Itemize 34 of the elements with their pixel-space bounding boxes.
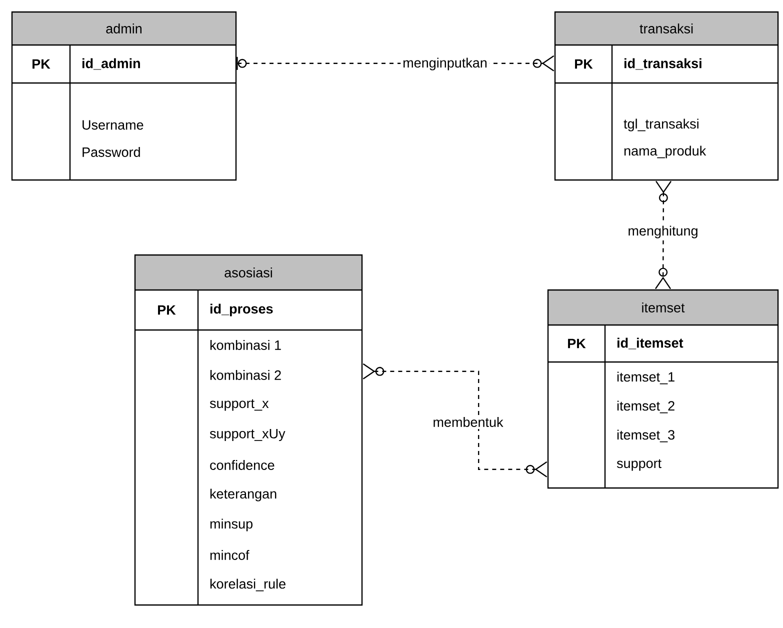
key-label: PK: [32, 59, 50, 69]
attribute: itemset_1: [617, 372, 674, 384]
key-field: id_itemset: [617, 338, 684, 350]
edge-label: menghitung: [626, 224, 700, 240]
attribute: kombinasi 2: [210, 370, 281, 380]
attribute: support_xUy: [210, 428, 286, 442]
attribute: nama_produk: [624, 146, 706, 158]
edge-label: membentuk: [430, 415, 506, 429]
attribute: keterangan: [210, 488, 276, 502]
attribute: confidence: [210, 460, 274, 470]
key-field: id_transaksi: [624, 58, 702, 70]
table-title: asosiasi: [224, 268, 272, 278]
attribute: minsup: [210, 518, 252, 532]
relationship-line: [362, 363, 548, 478]
table-title: admin: [106, 24, 142, 34]
key-label: PK: [568, 338, 586, 348]
attribute: tgl_transaksi: [624, 118, 698, 132]
key-label: PK: [575, 59, 593, 69]
key-label: PK: [158, 305, 176, 315]
attribute: kombinasi 1: [210, 340, 281, 350]
attribute: mincof: [210, 550, 250, 560]
attribute: support: [616, 459, 662, 471]
attribute: itemset_3: [617, 430, 674, 442]
relationship-line: [655, 180, 672, 290]
key-field: id_proses: [210, 304, 273, 316]
table-title: itemset: [642, 302, 685, 312]
attribute: korelasi_rule: [210, 578, 286, 592]
attribute: support_x: [210, 399, 269, 411]
edge-label: menginputkan: [400, 56, 490, 72]
table-title: transaksi: [640, 24, 693, 34]
key-field: id_admin: [82, 58, 140, 70]
attribute: itemset_2: [617, 400, 674, 414]
attribute: Username: [82, 120, 144, 130]
attribute: Password: [82, 147, 140, 157]
